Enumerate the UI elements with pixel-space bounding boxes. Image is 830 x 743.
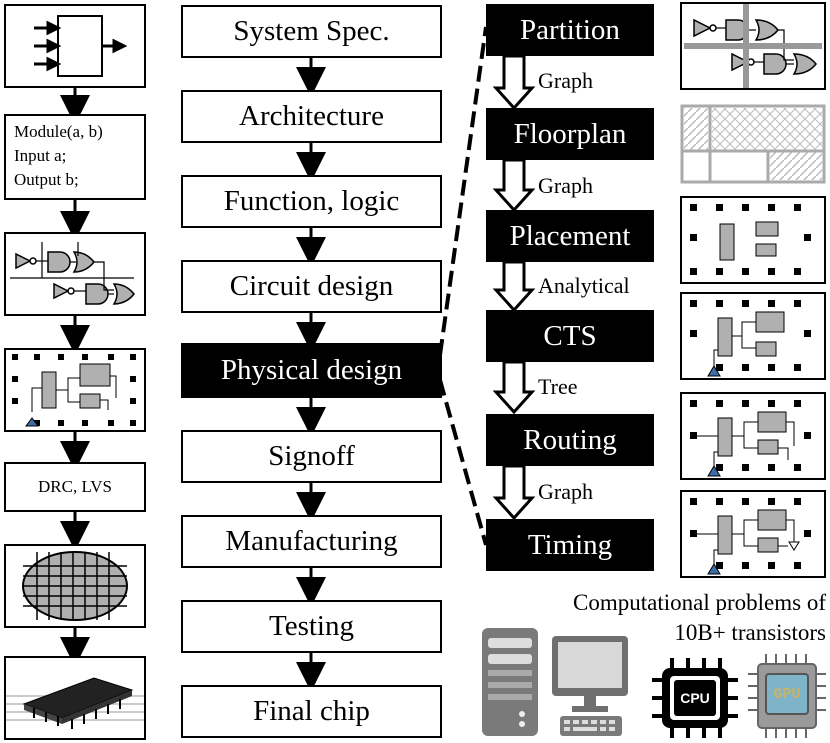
flow-step-signoff: Signoff <box>181 430 442 483</box>
cpu-label: CPU <box>680 690 710 706</box>
packaged-chip-thumbnail <box>4 656 146 740</box>
gate-netlist-thumbnail <box>4 232 146 316</box>
code-line: Module(a, b) <box>14 122 103 141</box>
transition-label: Graph <box>538 479 593 504</box>
wafer-thumbnail <box>4 544 146 628</box>
flow-step-architecture: Architecture <box>181 90 442 143</box>
flow-step-final-chip: Final chip <box>181 685 442 738</box>
desktop-computer-icon <box>552 636 628 736</box>
transition-label: Graph <box>538 68 593 93</box>
transition-label: Tree <box>538 374 578 399</box>
floorplan-thumbnail <box>680 104 826 184</box>
gpu-label: GPU <box>773 685 801 703</box>
timing-thumbnail <box>680 490 826 578</box>
server-tower-icon <box>482 628 538 736</box>
flow-step-function-logic: Function, logic <box>181 175 442 228</box>
stage-cts: CTS <box>486 310 654 362</box>
stage-timing: Timing <box>486 519 654 571</box>
flow-step-circuit-design: Circuit design <box>181 260 442 313</box>
flow-step-manufacturing: Manufacturing <box>181 515 442 568</box>
cts-thumbnail <box>680 292 826 380</box>
placement-thumbnail <box>680 196 826 284</box>
gpu-chip-icon: GPU <box>746 652 828 740</box>
partition-thumbnail <box>680 2 826 90</box>
block-symbol-thumbnail <box>4 4 146 88</box>
stage-placement: Placement <box>486 210 654 262</box>
flow-step-testing: Testing <box>181 600 442 653</box>
compute-caption: Computational problems of 10B+ transisto… <box>573 590 826 645</box>
flow-step-physical-design: Physical design <box>181 343 442 398</box>
code-line: Output b; <box>14 170 79 189</box>
flow-step-system-spec: System Spec. <box>181 5 442 58</box>
stage-routing: Routing <box>486 414 654 466</box>
hdl-code-box: Module(a, b) Input a; Output b; <box>4 114 146 200</box>
drc-lvs-box: DRC, LVS <box>4 462 146 512</box>
transition-label: Analytical <box>538 273 630 298</box>
placed-layout-thumbnail <box>4 348 146 432</box>
transition-label: Graph <box>538 173 593 198</box>
code-line: Input a; <box>14 146 67 165</box>
expansion-dashes <box>438 26 488 546</box>
stage-hollow-arrows <box>492 54 536 521</box>
cpu-chip-icon: CPU <box>650 656 740 740</box>
stage-partition: Partition <box>486 4 654 56</box>
stage-floorplan: Floorplan <box>486 108 654 160</box>
routing-thumbnail <box>680 392 826 480</box>
